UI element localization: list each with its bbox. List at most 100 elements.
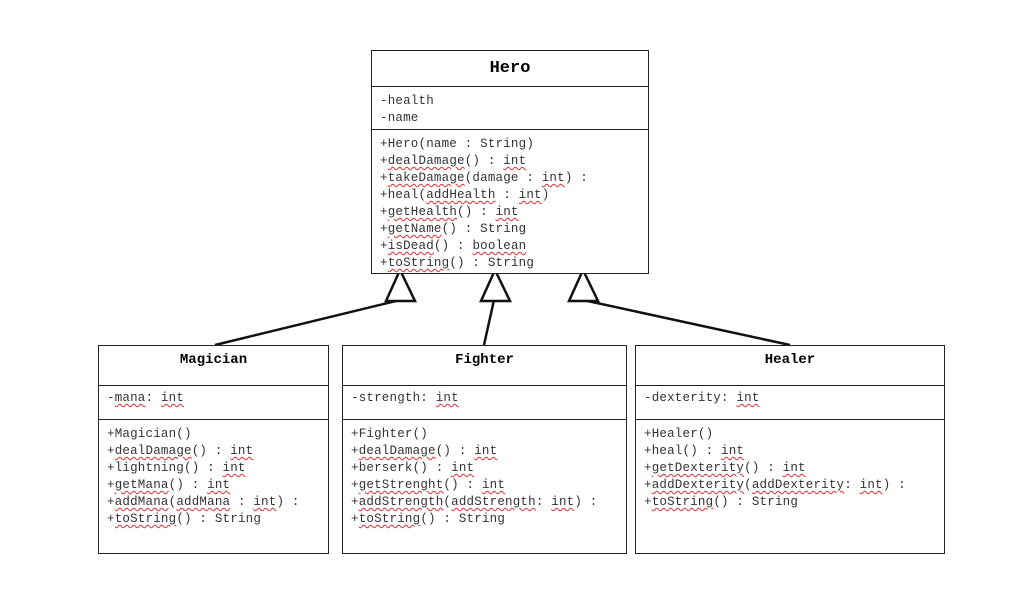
fighter-methods: +Fighter()+dealDamage() : int+berserk() … xyxy=(343,420,626,528)
member-text: +heal() : xyxy=(644,444,722,458)
spellcheck-flagged-text: isDead xyxy=(387,239,434,253)
magician-methods: +Magician()+dealDamage() : int+lightning… xyxy=(99,420,328,528)
member-text: + xyxy=(380,222,388,236)
member-text: ) : xyxy=(564,171,588,185)
member-text: ( xyxy=(443,495,452,509)
spellcheck-flagged-text: int xyxy=(160,391,185,405)
member-text: + xyxy=(351,478,359,492)
spellcheck-flagged-text: getDexterity xyxy=(651,461,745,475)
member-line: +lightning() : int xyxy=(107,460,320,477)
member-text: +heal( xyxy=(380,188,427,202)
member-text: : xyxy=(535,495,552,509)
member-line: +toString() : String xyxy=(380,255,640,272)
member-text: + xyxy=(107,478,115,492)
spellcheck-flagged-text: getHealth xyxy=(387,205,458,219)
spellcheck-flagged-text: addDexterity xyxy=(751,478,845,492)
member-line: +berserk() : int xyxy=(351,460,618,477)
member-line: -strength: int xyxy=(351,390,618,407)
hero-class-title: Hero xyxy=(372,51,648,87)
member-text: + xyxy=(380,205,388,219)
spellcheck-flagged-text: getMana xyxy=(114,478,169,492)
spellcheck-flagged-text: addMana xyxy=(176,495,231,509)
member-text: : xyxy=(230,495,254,509)
fighter-attributes: -strength: int xyxy=(343,386,626,420)
spellcheck-flagged-text: getStrenght xyxy=(358,478,444,492)
member-text: +Magician() xyxy=(107,427,192,441)
member-text: + xyxy=(644,478,652,492)
member-text: + xyxy=(644,461,652,475)
member-text: + xyxy=(380,256,388,270)
member-text: () : xyxy=(457,205,496,219)
member-line: +takeDamage(damage : int) : xyxy=(380,170,640,187)
magician-class-title: Magician xyxy=(99,346,328,386)
member-text: + xyxy=(107,444,115,458)
member-text: : xyxy=(844,478,860,492)
member-line: +isDead() : boolean xyxy=(380,238,640,255)
member-text: + xyxy=(644,495,652,509)
fighter-class-title: Fighter xyxy=(343,346,626,386)
member-text: () : xyxy=(744,461,783,475)
spellcheck-flagged-text: mana xyxy=(114,391,146,405)
member-line: +Healer() xyxy=(644,426,936,443)
spellcheck-flagged-text: int xyxy=(481,478,506,492)
fighter-class-box: Fighter -strength: int +Fighter()+dealDa… xyxy=(342,345,627,554)
hero-class-box: Hero -health -name +Hero(name : String)+… xyxy=(371,50,649,274)
member-text: () : xyxy=(191,444,231,458)
spellcheck-flagged-text: takeDamage xyxy=(387,171,465,185)
member-line: -mana: int xyxy=(107,390,320,407)
member-text: - xyxy=(107,391,115,405)
spellcheck-flagged-text: dealDamage xyxy=(114,444,192,458)
member-text: () : xyxy=(443,478,482,492)
member-text: ( xyxy=(168,495,177,509)
member-text: () : xyxy=(464,154,504,168)
magician-attributes: -mana: int xyxy=(99,386,328,420)
member-line: +addStrength(addStrength: int) : xyxy=(351,494,618,511)
member-text: +lightning() : xyxy=(107,461,223,475)
spellcheck-flagged-text: int xyxy=(503,154,527,168)
hero-attribute-name: -name xyxy=(380,111,419,125)
spellcheck-flagged-text: getName xyxy=(387,222,442,236)
member-text: + xyxy=(351,444,359,458)
spellcheck-flagged-text: int xyxy=(782,461,806,475)
member-line: +getStrenght() : int xyxy=(351,477,618,494)
hero-methods: +Hero(name : String)+dealDamage() : int+… xyxy=(372,130,648,272)
member-line: +getMana() : int xyxy=(107,477,320,494)
member-line: +Hero(name : String) xyxy=(380,136,640,153)
member-text: () : xyxy=(433,239,473,253)
magician-class-box: Magician -mana: int +Magician()+dealDama… xyxy=(98,345,329,554)
spellcheck-flagged-text: addHealth xyxy=(426,188,496,202)
magician-inheritance-line xyxy=(214,298,401,347)
member-line: +toString() : String xyxy=(107,511,320,528)
member-text: ) : xyxy=(882,478,906,492)
healer-methods: +Healer()+heal() : int+getDexterity() : … xyxy=(636,420,944,511)
spellcheck-flagged-text: addDexterity xyxy=(651,478,745,492)
spellcheck-flagged-text: dealDamage xyxy=(387,154,465,168)
spellcheck-flagged-text: toString xyxy=(358,512,421,526)
member-text: ) : xyxy=(276,495,300,509)
member-text: + xyxy=(351,495,359,509)
spellcheck-flagged-text: int xyxy=(495,205,519,219)
member-text: +berserk() : xyxy=(351,461,452,475)
member-text: ) : xyxy=(574,495,598,509)
member-text: () : xyxy=(435,444,475,458)
member-text: + xyxy=(380,171,388,185)
member-text: -dexterity: xyxy=(644,391,737,405)
member-text: ( xyxy=(744,478,752,492)
member-line: +dealDamage() : int xyxy=(107,443,320,460)
member-text: (damage : xyxy=(464,171,542,185)
member-text: +Fighter() xyxy=(351,427,429,441)
fighter-arrowhead-icon xyxy=(479,267,512,303)
spellcheck-flagged-text: addMana xyxy=(114,495,169,509)
member-text: + xyxy=(351,512,359,526)
member-text: ) xyxy=(541,188,550,202)
member-text: +Hero(name : String) xyxy=(380,137,535,151)
member-text: +Healer() xyxy=(644,427,714,441)
member-line: +toString() : String xyxy=(351,511,618,528)
spellcheck-flagged-text: int xyxy=(736,391,760,405)
spellcheck-flagged-text: int xyxy=(859,478,883,492)
member-line: +getName() : String xyxy=(380,221,640,238)
member-text: : xyxy=(495,188,519,202)
member-line: +getHealth() : int xyxy=(380,204,640,221)
spellcheck-flagged-text: int xyxy=(230,444,254,458)
